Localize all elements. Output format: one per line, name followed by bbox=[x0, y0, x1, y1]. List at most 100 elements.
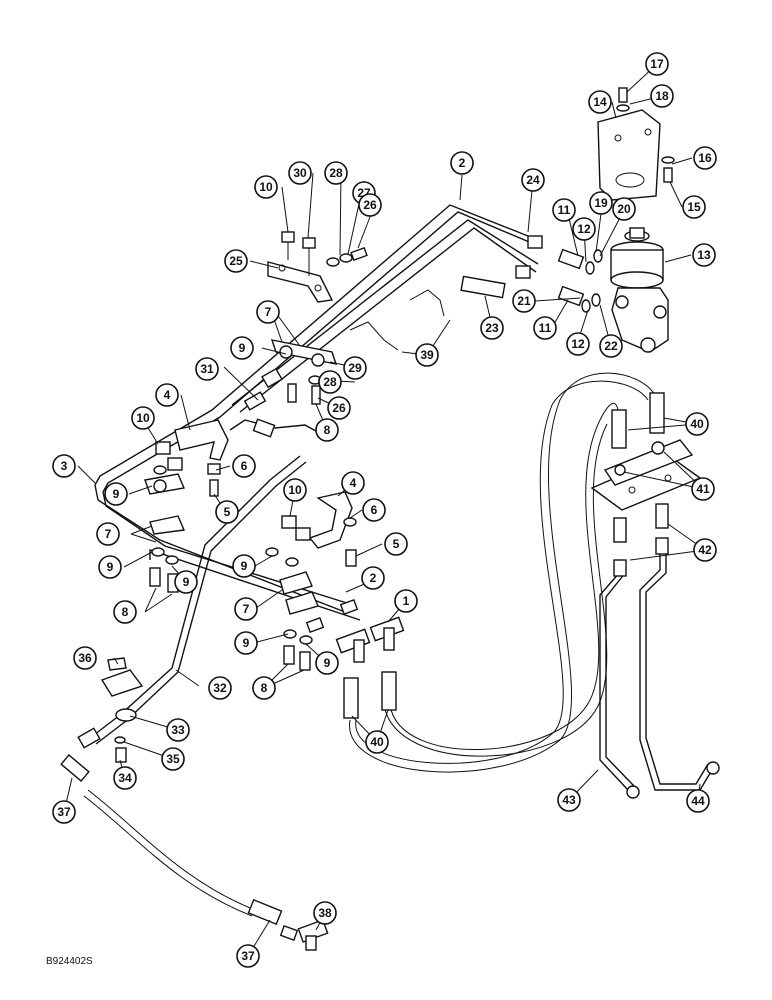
callout-5-left: 5 bbox=[215, 500, 239, 524]
callout-34: 34 bbox=[113, 766, 137, 790]
svg-text:21: 21 bbox=[517, 294, 531, 308]
callout-28-lower: 28 bbox=[318, 370, 342, 394]
svg-text:5: 5 bbox=[224, 505, 231, 519]
callout-5-center: 5 bbox=[384, 532, 408, 556]
callout-44: 44 bbox=[686, 789, 710, 813]
hose-40 bbox=[343, 372, 665, 773]
svg-text:10: 10 bbox=[288, 483, 302, 497]
callout-3: 3 bbox=[52, 454, 76, 478]
callout-15: 15 bbox=[682, 195, 706, 219]
fittings-valve bbox=[515, 235, 603, 313]
svg-text:8: 8 bbox=[324, 423, 331, 437]
clamp-cluster-center bbox=[265, 491, 357, 671]
callout-40-upper: 40 bbox=[685, 412, 709, 436]
svg-text:7: 7 bbox=[243, 602, 250, 616]
callout-14: 14 bbox=[588, 90, 612, 114]
callout-11-lower: 11 bbox=[533, 316, 557, 340]
svg-text:23: 23 bbox=[485, 321, 499, 335]
svg-text:26: 26 bbox=[332, 401, 346, 415]
callout-43: 43 bbox=[557, 788, 581, 812]
svg-text:12: 12 bbox=[577, 222, 591, 236]
svg-text:28: 28 bbox=[323, 375, 337, 389]
callout-33: 33 bbox=[166, 718, 190, 742]
callout-8-left: 8 bbox=[113, 600, 137, 624]
svg-text:7: 7 bbox=[105, 527, 112, 541]
callout-26-upper: 26 bbox=[358, 193, 382, 217]
svg-text:1: 1 bbox=[403, 594, 410, 608]
svg-text:8: 8 bbox=[261, 681, 268, 695]
bracket-14 bbox=[597, 87, 675, 201]
svg-text:19: 19 bbox=[594, 196, 608, 210]
svg-text:42: 42 bbox=[698, 543, 712, 557]
callout-12-lower: 12 bbox=[566, 332, 590, 356]
svg-text:15: 15 bbox=[687, 200, 701, 214]
figure-code: B924402S bbox=[46, 956, 93, 967]
svg-text:22: 22 bbox=[604, 339, 618, 353]
callout-26-lower: 26 bbox=[327, 396, 351, 420]
svg-text:26: 26 bbox=[363, 198, 377, 212]
svg-text:9: 9 bbox=[107, 560, 114, 574]
svg-text:29: 29 bbox=[348, 361, 362, 375]
svg-text:39: 39 bbox=[420, 348, 434, 362]
svg-text:9: 9 bbox=[113, 487, 120, 501]
callout-8-upper: 8 bbox=[315, 418, 339, 442]
callout-4-center: 4 bbox=[341, 471, 365, 495]
callout-30: 30 bbox=[288, 161, 312, 185]
callout-7-left: 7 bbox=[96, 522, 120, 546]
callout-13: 13 bbox=[692, 243, 716, 267]
bracket-25 bbox=[267, 231, 368, 303]
callout-18: 18 bbox=[650, 84, 674, 108]
svg-text:9: 9 bbox=[243, 636, 250, 650]
callout-9-upper: 9 bbox=[230, 336, 254, 360]
callout-10-center: 10 bbox=[283, 478, 307, 502]
callout-6-left: 6 bbox=[232, 454, 256, 478]
svg-text:5: 5 bbox=[393, 537, 400, 551]
callout-37-upper: 37 bbox=[52, 800, 76, 824]
svg-text:11: 11 bbox=[539, 321, 552, 335]
callout-2-lower: 2 bbox=[361, 566, 385, 590]
callout-12-upper: 12 bbox=[572, 217, 596, 241]
tube-bundle bbox=[94, 204, 539, 621]
tee-fitting-1 bbox=[305, 599, 405, 663]
svg-text:10: 10 bbox=[136, 411, 150, 425]
callout-22: 22 bbox=[599, 334, 623, 358]
callout-9-center-a: 9 bbox=[232, 554, 256, 578]
svg-text:8: 8 bbox=[122, 605, 129, 619]
hose-37 bbox=[60, 754, 283, 926]
callout-39: 39 bbox=[415, 343, 439, 367]
callout-29: 29 bbox=[343, 356, 367, 380]
svg-text:32: 32 bbox=[213, 681, 227, 695]
callout-23: 23 bbox=[480, 316, 504, 340]
callout-2-upper: 2 bbox=[450, 151, 474, 175]
tube-32 bbox=[89, 455, 307, 745]
callout-19: 19 bbox=[589, 191, 613, 215]
callout-4-left: 4 bbox=[155, 383, 179, 407]
callout-20: 20 bbox=[612, 197, 636, 221]
callout-21: 21 bbox=[512, 289, 536, 313]
svg-text:10: 10 bbox=[259, 180, 273, 194]
callout-41: 41 bbox=[691, 477, 715, 501]
plate-41 bbox=[590, 439, 702, 511]
svg-text:6: 6 bbox=[371, 503, 378, 517]
plate-36 bbox=[77, 657, 144, 763]
callout-7-center: 7 bbox=[234, 597, 258, 621]
svg-text:30: 30 bbox=[293, 166, 307, 180]
callout-25: 25 bbox=[224, 249, 248, 273]
svg-text:13: 13 bbox=[697, 248, 711, 262]
svg-text:40: 40 bbox=[690, 417, 704, 431]
svg-text:33: 33 bbox=[171, 723, 185, 737]
svg-text:38: 38 bbox=[318, 906, 332, 920]
svg-text:2: 2 bbox=[459, 156, 466, 170]
svg-text:12: 12 bbox=[571, 337, 585, 351]
svg-text:17: 17 bbox=[650, 57, 664, 71]
callout-32: 32 bbox=[208, 676, 232, 700]
svg-text:20: 20 bbox=[617, 202, 631, 216]
svg-text:37: 37 bbox=[57, 805, 71, 819]
callout-9-left-a: 9 bbox=[104, 482, 128, 506]
svg-text:6: 6 bbox=[241, 459, 248, 473]
callout-17: 17 bbox=[645, 52, 669, 76]
svg-text:41: 41 bbox=[696, 482, 710, 496]
svg-text:4: 4 bbox=[350, 476, 357, 490]
